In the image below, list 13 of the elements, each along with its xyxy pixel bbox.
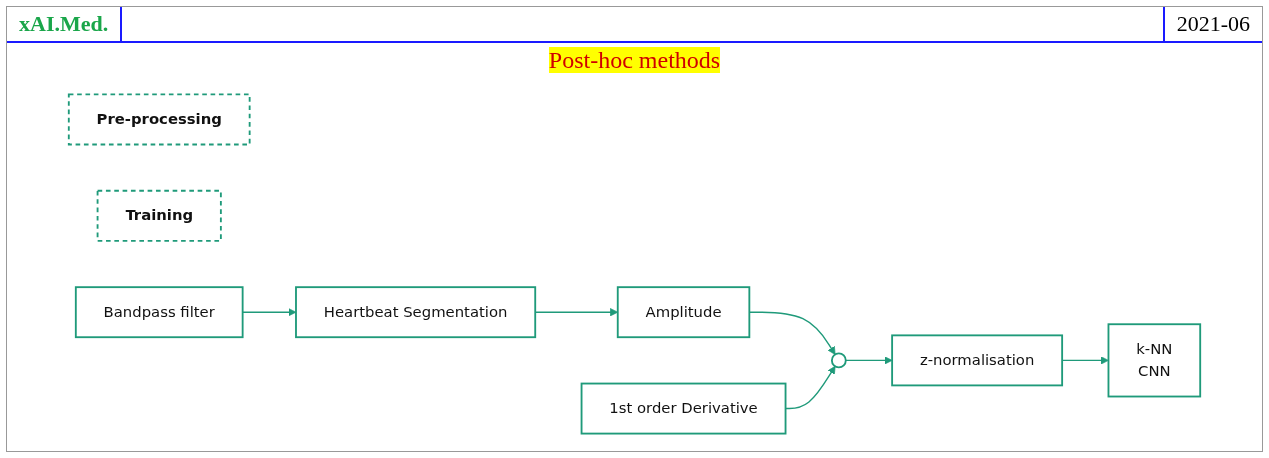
- arrow: [845, 356, 893, 365]
- node-box: Heartbeat Segmentation: [295, 286, 537, 339]
- node-box: k-NN CNN: [1107, 323, 1202, 398]
- header-label: xAI.Med.: [7, 7, 123, 41]
- title: Post-hoc methods: [548, 47, 721, 73]
- node-box: z-normalisation: [891, 334, 1064, 387]
- node-box: Amplitude: [616, 286, 751, 339]
- node-box: Bandpass filter: [74, 286, 244, 339]
- node-circle: [830, 352, 847, 369]
- node-box: Pre-processing: [67, 93, 251, 146]
- node-box: Training: [96, 189, 222, 242]
- date-label: 2021-06: [1162, 7, 1262, 41]
- node-box: 1st order Derivative: [580, 382, 787, 435]
